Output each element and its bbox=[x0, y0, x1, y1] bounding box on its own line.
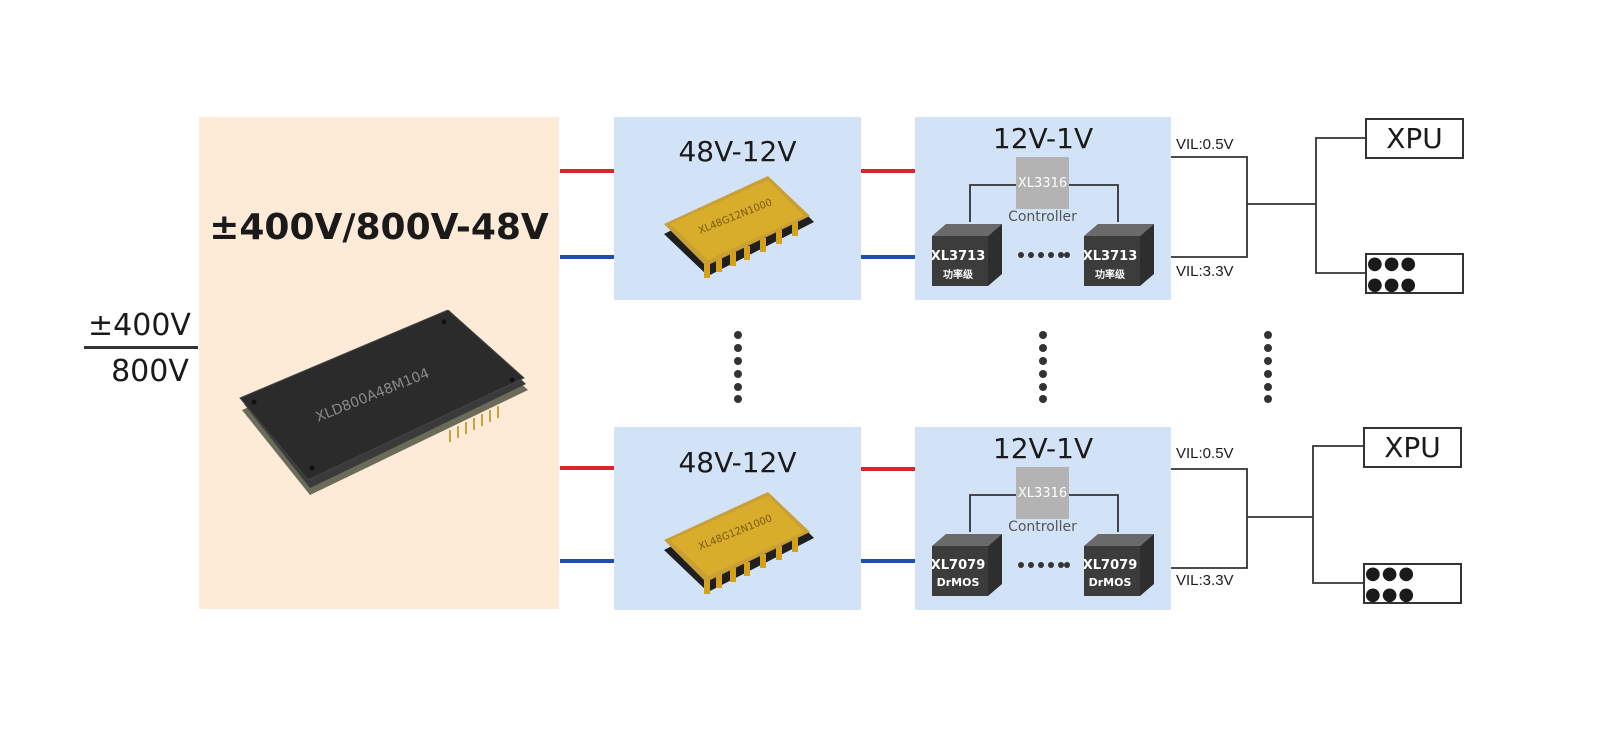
xpu-box-bottom: XPU bbox=[1363, 427, 1462, 468]
output-tree-top-branch bbox=[1315, 137, 1365, 274]
other-load-box-top: ●●● ●●● bbox=[1365, 253, 1464, 295]
stage3-top-controller-label: Controller bbox=[1008, 209, 1077, 225]
stage3-top-power-sub-left: 功率级 bbox=[943, 270, 973, 281]
stage2-top-module-image: XL48G12N1000 bbox=[664, 176, 814, 278]
stage3-bottom-power-sub-right: DrMOS bbox=[1088, 576, 1132, 589]
stage2-top-title: 48V-12V bbox=[678, 135, 797, 168]
input-voltage-top: ±400V bbox=[88, 308, 191, 343]
stage3-bottom-controller-chip: XL3316 bbox=[1016, 467, 1069, 519]
other-load-box-bottom: ●●● ●●● bbox=[1363, 563, 1462, 605]
rail-label-bottom-upper: VIL:0.5V bbox=[1176, 445, 1234, 462]
stage3-bottom-power-sub-left: DrMOS bbox=[936, 576, 980, 589]
chip-ellipsis-bottom bbox=[1018, 562, 1070, 568]
stage3-top-power-chip-right bbox=[1084, 224, 1154, 286]
stage3-bottom-power-chip-right bbox=[1084, 534, 1154, 596]
rail-label-top-upper: VIL:0.5V bbox=[1176, 136, 1234, 153]
output-tree-top-upper bbox=[1171, 156, 1248, 258]
output-tree-bottom-branch bbox=[1312, 445, 1363, 584]
vertical-ellipsis-stage2 bbox=[734, 331, 742, 403]
ctrl-wire-bottom-right bbox=[1069, 494, 1119, 532]
vertical-ellipsis-loads bbox=[1264, 331, 1272, 403]
input-voltage-bottom: 800V bbox=[111, 354, 189, 389]
output-tree-bottom-upper bbox=[1171, 468, 1248, 569]
stage3-bottom-title: 12V-1V bbox=[992, 432, 1094, 465]
stage3-top-controller-chip: XL3316 bbox=[1016, 157, 1069, 209]
input-divider-line bbox=[84, 346, 198, 349]
rail-label-top-lower: VIL:3.3V bbox=[1176, 263, 1234, 280]
stage3-top-power-sub-right: 功率级 bbox=[1095, 270, 1125, 281]
stage3-bottom-power-part-right: XL7079 bbox=[1082, 558, 1138, 573]
rail-label-bottom-lower: VIL:3.3V bbox=[1176, 572, 1234, 589]
stage3-bottom-controller-label: Controller bbox=[1008, 519, 1077, 535]
xpu-box-top: XPU bbox=[1365, 118, 1464, 159]
stage3-top-title: 12V-1V bbox=[992, 122, 1094, 155]
stage1-title: ±400V/800V-48V bbox=[209, 207, 549, 248]
stage2-bottom-module-image: XL48G12N1000 bbox=[664, 492, 814, 594]
stage3-bottom-power-chip-left bbox=[932, 534, 1002, 596]
stage2-bottom-title: 48V-12V bbox=[678, 446, 797, 479]
ctrl-wire-bottom bbox=[969, 494, 1016, 532]
stage3-top-power-part-right: XL3713 bbox=[1082, 249, 1138, 264]
stage3-top-power-part-left: XL3713 bbox=[930, 249, 986, 264]
stage3-top-power-chip-left bbox=[932, 224, 1002, 286]
chip-ellipsis-top bbox=[1018, 252, 1070, 258]
ctrl-wire-top-right bbox=[1069, 184, 1119, 222]
stage1-module-image: XLD800A48M104 bbox=[239, 310, 528, 495]
vertical-ellipsis-stage3 bbox=[1039, 331, 1047, 403]
stage3-bottom-power-part-left: XL7079 bbox=[930, 558, 986, 573]
ctrl-wire-top bbox=[969, 184, 1016, 222]
